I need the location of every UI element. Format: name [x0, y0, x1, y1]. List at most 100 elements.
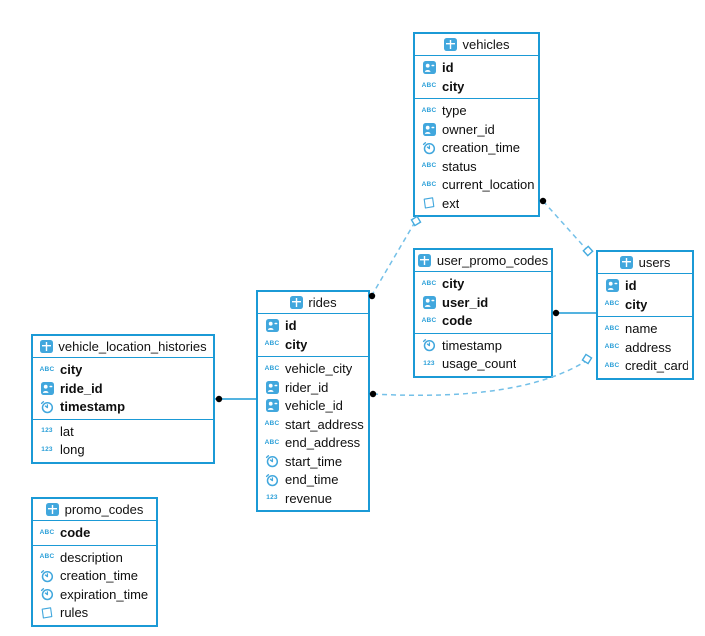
column-name: revenue	[285, 490, 332, 506]
column-name: city	[285, 336, 308, 352]
abc-glyph: ABC	[39, 528, 55, 536]
column-name: description	[60, 549, 123, 565]
string-type-icon: ABC	[38, 553, 56, 561]
abc-glyph: ABC	[421, 82, 437, 89]
column-name: creation_time	[60, 568, 139, 584]
clock-type-icon	[38, 587, 56, 601]
abc-glyph: ABC	[604, 300, 620, 307]
column-row-ext: ext	[415, 194, 538, 213]
table-header[interactable]: promo_codes	[33, 499, 156, 521]
relation-vehicles-users[interactable]	[542, 200, 588, 251]
column-name: credit_card	[625, 358, 688, 374]
column-name: rider_id	[285, 379, 329, 395]
table-icon	[46, 503, 60, 516]
column-name: timestamp	[442, 337, 502, 353]
string-type-icon: ABC	[420, 106, 438, 115]
relation-rides-users[interactable]	[372, 360, 587, 397]
column-name: id	[625, 278, 637, 294]
column-row-ride_id: ride_id	[33, 379, 213, 398]
abc-glyph: ABC	[264, 420, 280, 427]
id-person-type-icon	[263, 319, 281, 333]
table-title: users	[638, 255, 671, 270]
json-type-icon	[38, 606, 56, 620]
abc-glyph: ABC	[264, 438, 280, 446]
clock-type-icon	[263, 454, 281, 468]
string-type-icon: ABC	[603, 325, 621, 333]
id-person-type-icon	[420, 295, 438, 309]
column-name: vehicle_id	[285, 398, 343, 414]
string-type-icon: ABC	[420, 279, 438, 288]
table-header[interactable]: rides	[258, 292, 368, 314]
column-name: vehicle_city	[285, 361, 353, 377]
relation-endpoint-diamond	[581, 353, 593, 365]
column-name: ext	[442, 195, 460, 211]
abc-glyph: ABC	[39, 365, 55, 373]
column-row-expiration_time: expiration_time	[33, 585, 156, 604]
column-name: current_location	[442, 177, 534, 193]
column-name: city	[442, 276, 465, 292]
string-type-icon: ABC	[420, 82, 438, 90]
table-header[interactable]: vehicle_location_histories	[33, 336, 213, 358]
string-type-icon: ABC	[603, 361, 621, 370]
column-name: creation_time	[442, 140, 521, 156]
id-person-type-icon	[263, 399, 281, 413]
column-row-id: id	[415, 59, 538, 78]
string-type-icon: ABC	[603, 300, 621, 308]
string-type-icon: ABC	[420, 181, 438, 189]
string-type-icon: ABC	[420, 162, 438, 170]
abc-glyph: ABC	[421, 106, 437, 114]
string-type-icon: ABC	[38, 365, 56, 374]
table-icon	[418, 254, 432, 267]
table-header[interactable]: vehicles	[415, 34, 538, 56]
column-row-start_time: start_time	[258, 452, 368, 471]
column-row-current_location: ABC current_location	[415, 176, 538, 195]
table-title: vehicle_location_histories	[58, 339, 207, 354]
column-name: usage_count	[442, 356, 517, 372]
table-title: promo_codes	[64, 502, 144, 517]
column-row-id: id	[598, 277, 692, 296]
column-name: expiration_time	[60, 586, 149, 602]
column-row-id: id	[258, 317, 368, 336]
columns-section: ABC description creation_time expiration_ti…	[33, 544, 156, 625]
id-person-type-icon	[420, 122, 438, 136]
column-row-vehicle_id: vehicle_id	[258, 397, 368, 416]
column-name: id	[285, 318, 297, 334]
table-title: rides	[308, 295, 337, 310]
column-name: owner_id	[442, 121, 495, 137]
column-name: ride_id	[60, 380, 103, 396]
column-row-owner_id: owner_id	[415, 120, 538, 139]
column-name: user_id	[442, 294, 489, 310]
abc-glyph: ABC	[264, 340, 280, 347]
column-name: id	[442, 60, 454, 76]
relation-rides-vehicles[interactable]	[371, 221, 416, 296]
column-name: rules	[60, 605, 89, 621]
relation-endpoint-diamond	[410, 215, 422, 227]
abc-glyph: ABC	[421, 279, 437, 287]
column-row-city: ABC city	[415, 275, 551, 294]
abc-glyph: ABC	[604, 361, 620, 369]
table-header[interactable]: users	[598, 252, 692, 274]
string-type-icon: ABC	[38, 528, 56, 537]
table-header[interactable]: user_promo_codes	[415, 250, 551, 272]
abc-glyph: ABC	[39, 553, 55, 560]
number-type-icon: 123	[38, 446, 56, 454]
table-title: vehicles	[462, 37, 510, 52]
number-type-icon: 123	[38, 427, 56, 435]
